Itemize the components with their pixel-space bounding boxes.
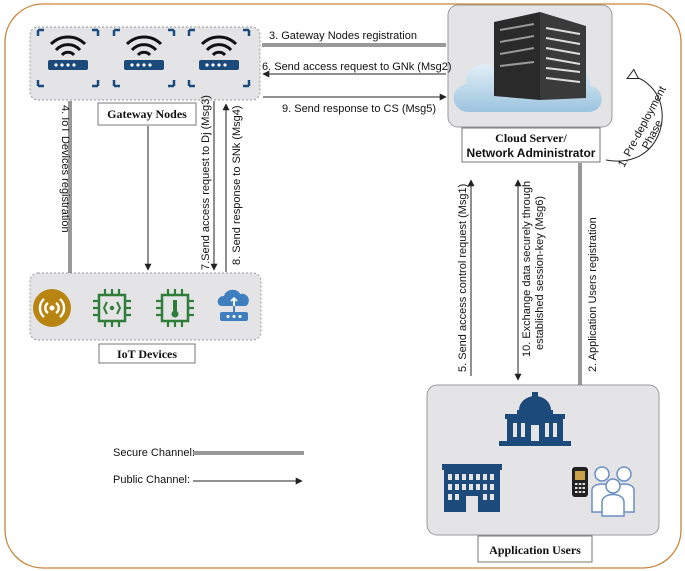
router-icon bbox=[187, 28, 251, 88]
msg10-label-line2: established session-key (Msg6) bbox=[534, 196, 546, 350]
msg7-label: 7.Send access request to Dj (Msg3) bbox=[200, 95, 212, 270]
outer-frame bbox=[4, 3, 682, 569]
iot-devices-label: IoT Devices bbox=[117, 347, 177, 361]
router-icon bbox=[112, 28, 176, 88]
msg6-label: 6. Send access request to GNk (Msg2) bbox=[262, 61, 452, 73]
cloud-label-box bbox=[461, 127, 601, 163]
msg2-label: 2. Application Users registration bbox=[587, 217, 599, 372]
router-icon bbox=[36, 28, 100, 88]
msg10-label-line1: 10. Exchange data securely through bbox=[521, 181, 533, 357]
network-admin-label: Network Administrator bbox=[467, 146, 596, 160]
pre-deployment-arrow bbox=[605, 77, 663, 162]
chip-icon bbox=[93, 289, 131, 327]
gateway-nodes-label: Gateway Nodes bbox=[107, 107, 187, 121]
iot-label-box bbox=[98, 343, 196, 364]
msg8-label: 8. Send response to SNk (Msg4) bbox=[231, 105, 243, 265]
cloud-device-icon bbox=[217, 289, 249, 321]
msg4-label: 4. IoT Devices registration bbox=[59, 105, 71, 233]
thermometer-chip-icon bbox=[156, 289, 194, 327]
iot-devices-box bbox=[29, 272, 262, 341]
office-building-icon bbox=[442, 464, 502, 512]
mobile-phone-icon bbox=[572, 467, 588, 497]
capitol-building-icon bbox=[499, 392, 571, 446]
msg5-label: 5. Send access control request (Msg1) bbox=[457, 184, 469, 372]
wireless-sensor-icon bbox=[33, 289, 71, 327]
cloud-server-label: Cloud Server/ bbox=[495, 131, 567, 145]
msg9-label: 9. Send response to CS (Msg5) bbox=[282, 103, 436, 115]
people-group-icon bbox=[591, 466, 635, 517]
server-building-icon bbox=[494, 12, 586, 100]
legend-secure-label: Secure Channel: bbox=[113, 447, 195, 459]
application-users-label: Application Users bbox=[489, 543, 581, 557]
gateway-label-box bbox=[97, 102, 197, 126]
users-label-box bbox=[477, 535, 593, 563]
legend-public-label: Public Channel: bbox=[113, 474, 190, 486]
msg3-label: 3. Gateway Nodes registration bbox=[269, 30, 417, 42]
